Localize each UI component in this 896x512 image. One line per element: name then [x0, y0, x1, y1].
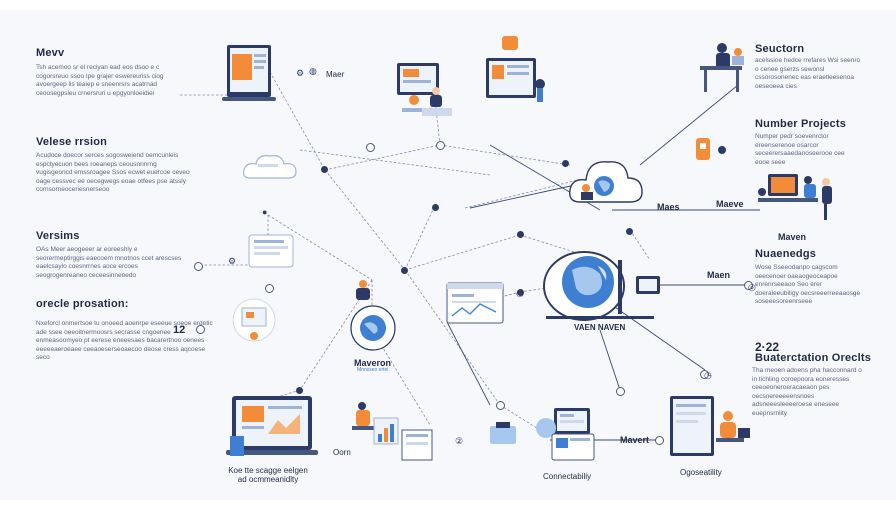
document-card-illustration — [248, 234, 294, 268]
label-connectability: Connectabiliy — [543, 472, 592, 481]
person-laptop-illustration — [670, 396, 750, 456]
label-vaen-naven: VAEN NAVEN — [574, 323, 626, 332]
network-node — [366, 143, 375, 152]
label-maveron: Maveron — [354, 358, 392, 368]
person-monitor-illustration — [397, 63, 452, 116]
mobile-badge-illustration — [696, 138, 726, 160]
left-text-2: Acudoce doecor serces sogosweiend oemcun… — [36, 152, 190, 194]
user-icon: ● — [262, 207, 268, 217]
left-title-2: Velese rrsion — [36, 136, 108, 148]
left-text-3: OAs Meer aeogeeer ar eoreeshly e seorerm… — [36, 246, 182, 279]
connected-screens-illustration — [536, 408, 595, 461]
right-text-1: acelssioe hedce rrefares Wsi seenro o ce… — [755, 57, 861, 90]
network-node — [321, 166, 328, 173]
network-node — [496, 401, 505, 410]
network-node — [562, 160, 569, 167]
left-title-4: orecle prosation: — [36, 298, 129, 310]
monitor-illustration — [486, 36, 545, 102]
charts-person-illustration — [352, 402, 433, 461]
network-node — [700, 370, 709, 379]
number-12: 12 — [173, 324, 186, 336]
profile-circle-illustration — [232, 298, 276, 342]
target-icon: ◎ — [516, 288, 524, 298]
label-maer: Maer — [326, 70, 345, 79]
right-title-3: Nuaenedgs — [755, 248, 817, 260]
team-desk-illustration — [700, 43, 744, 92]
network-node — [401, 267, 408, 274]
network-node — [517, 289, 524, 296]
label-oorn: Oorn — [333, 448, 351, 457]
target-icon: ◎ — [748, 282, 756, 292]
left-title-1: Mevv — [36, 47, 65, 59]
network-node — [616, 387, 625, 396]
label-maven: Maven — [778, 232, 807, 242]
network-node — [655, 436, 664, 445]
left-text-1: Tsh acemoo sr el reciyan ead eos dsoo e … — [36, 64, 164, 97]
cloud-globe-illustration — [569, 161, 643, 203]
browser-window-illustration — [446, 282, 504, 324]
right-title-1: Seuctorn — [755, 43, 805, 55]
network-node — [436, 141, 445, 150]
label-maen: Maen — [707, 270, 731, 280]
cloud-illustration — [243, 155, 297, 179]
label-ogoseatility: Ogoseatility — [680, 468, 722, 477]
right-text-3: Wose Sseeodanpo cagscom oeecenoer oaeaog… — [755, 264, 861, 306]
right-text-4: Tha meoen adoens pha hacconnard o in tic… — [752, 367, 862, 417]
number-22: 2·22 — [755, 340, 780, 354]
right-title-4: Buaterctation Oreclts — [755, 352, 872, 364]
network-node — [517, 231, 524, 238]
right-text-2: Numper pedr soevenrctor ereenserenoe osa… — [755, 133, 845, 166]
gear-icon: ⚙ — [296, 68, 305, 78]
network-node — [744, 281, 753, 290]
label-bottom-left: Koe tte scagge eelgen ad ocmmeanidlty — [228, 466, 308, 484]
settings-icon: ⚙ — [228, 256, 237, 266]
person-globe-illustration — [350, 280, 396, 351]
toolbox-illustration — [490, 422, 516, 444]
network-node — [432, 204, 439, 211]
diagram-frame — [0, 10, 896, 500]
network-node — [296, 387, 303, 394]
network-node — [194, 262, 203, 271]
team-workstation-illustration — [758, 174, 832, 220]
laptop-illustration — [222, 45, 276, 101]
label-mavert: Mavert — [620, 435, 650, 445]
network-node — [196, 325, 205, 334]
large-globe-illustration — [543, 251, 660, 321]
label-maeve: Maeve — [716, 199, 744, 209]
left-text-4: Nxeforcl onmertsoe tu onoeed aoenrpe ese… — [36, 320, 213, 362]
network-node — [626, 228, 633, 235]
clock-icon: ◷ — [704, 370, 712, 380]
chat-icon: ◍ — [309, 66, 317, 76]
label-maes: Maes — [657, 202, 680, 212]
right-title-2: Number Projects — [755, 118, 847, 130]
label-maveron-sub: Mnnsseo ertel — [357, 367, 389, 373]
left-title-3: Versims — [36, 230, 80, 242]
dashboard-laptop-illustration — [226, 396, 318, 456]
network-node — [265, 284, 274, 293]
number-icon: ② — [455, 436, 464, 446]
